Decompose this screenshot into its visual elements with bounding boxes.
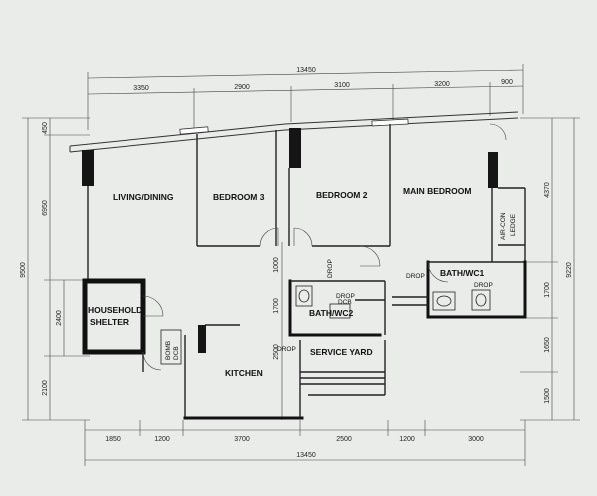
dim-top-seg-1: 3350 <box>133 85 149 92</box>
dim-right-total: 9220 <box>566 262 573 278</box>
dim-top-seg-5: 900 <box>501 79 513 86</box>
dim-bottom-seg-4: 2500 <box>336 436 352 443</box>
label-shelter: SHELTER <box>90 317 129 327</box>
dim-bottom-seg-3: 3700 <box>234 436 250 443</box>
dim-inner-2: 1700 <box>273 298 280 314</box>
label-drop-1: DROP <box>406 273 425 280</box>
dim-bottom-seg-2: 1200 <box>154 436 170 443</box>
label-ledge: LEDGE <box>510 213 517 236</box>
dim-bottom-total: 13450 <box>296 452 316 459</box>
left-dimensions: 9500 450 6950 2400 2100 1000 1700 2500 <box>20 117 283 421</box>
dim-left-seg-4: 2100 <box>42 380 49 396</box>
label-bath-wc1: BATH/WC1 <box>440 268 484 278</box>
label-main-bedroom: MAIN BEDROOM <box>403 186 471 196</box>
doors <box>142 123 507 371</box>
dim-right-seg-3: 1650 <box>544 337 551 353</box>
dim-left-seg-3: 2400 <box>56 310 63 326</box>
dim-bottom-seg-5: 1200 <box>399 436 415 443</box>
right-dimensions: 4370 1700 1650 1500 9220 <box>520 117 580 421</box>
dim-right-seg-4: 1500 <box>544 388 551 404</box>
label-bedroom-3: BEDROOM 3 <box>213 192 265 202</box>
dim-right-seg-1: 4370 <box>544 182 551 198</box>
dim-top-total: 13450 <box>296 67 316 74</box>
label-drop-4: DROP <box>327 259 334 278</box>
top-dimensions: 13450 3350 2900 3100 3200 900 <box>87 64 524 130</box>
label-drop-2: DROP <box>474 282 493 289</box>
label-living-dining: LIVING/DINING <box>113 192 174 202</box>
dim-right-seg-2: 1700 <box>544 282 551 298</box>
dim-left-seg-1: 450 <box>42 122 49 134</box>
label-bedroom-2: BEDROOM 2 <box>316 190 368 200</box>
dim-left-total: 9500 <box>20 262 27 278</box>
dim-inner-3: 2500 <box>273 344 280 360</box>
label-drop-3: DROP <box>336 293 355 300</box>
dim-inner-1: 1000 <box>273 257 280 273</box>
label-dcb: DCB <box>338 299 352 306</box>
label-bomb: BOMB <box>165 341 172 360</box>
dim-top-seg-4: 3200 <box>434 81 450 88</box>
label-kitchen: KITCHEN <box>225 368 263 378</box>
label-bath-wc2: BATH/WC2 <box>309 308 353 318</box>
dim-top-seg-3: 3100 <box>334 82 350 89</box>
label-service-yard: SERVICE YARD <box>310 347 373 357</box>
walls <box>69 111 527 420</box>
dim-bottom-seg-1: 1850 <box>105 436 121 443</box>
dim-left-seg-2: 6950 <box>42 200 49 216</box>
fixtures <box>160 285 491 365</box>
label-household: HOUSEHOLD <box>88 305 142 315</box>
label-aircon: AIR-CON <box>500 212 507 240</box>
room-labels: LIVING/DINING BEDROOM 3 BEDROOM 2 MAIN B… <box>88 186 517 378</box>
dim-bottom-seg-6: 3000 <box>468 436 484 443</box>
label-drop-5: DROP <box>277 346 296 353</box>
dim-top-seg-2: 2900 <box>234 84 250 91</box>
bottom-dimensions: 1850 1200 3700 2500 1200 3000 13450 <box>84 420 526 466</box>
label-dcb-kitchen: DCB <box>173 346 180 360</box>
